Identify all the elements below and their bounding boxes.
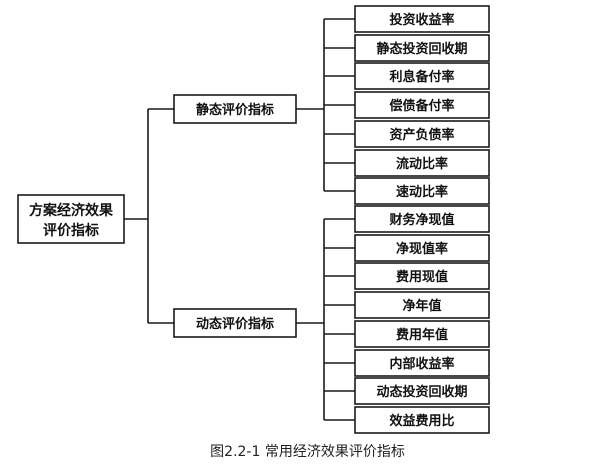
group-dynamic-label: 动态评价指标: [196, 316, 274, 332]
static-leaf-label: 流动比率: [396, 156, 448, 172]
static-leaf-label: 偿债备付率: [389, 98, 454, 114]
root-label-line-1: 方案经济效果: [29, 202, 114, 219]
static-leaf-label: 速动比率: [396, 184, 448, 200]
dynamic-leaf-2: 净现值率: [324, 234, 490, 262]
static-leaf-5: 资产负债率: [324, 120, 490, 148]
dynamic-leaf-label: 费用现值: [396, 269, 448, 285]
root-node: 方案经济效果 评价指标: [17, 194, 125, 244]
dynamic-leaf-1: 财务净现值: [324, 205, 490, 233]
static-leaf-2: 静态投资回收期: [324, 34, 490, 62]
dynamic-leaf-5: 费用年值: [324, 320, 490, 348]
dynamic-leaf-6: 内部收益率: [324, 349, 490, 377]
static-leaf-label: 静态投资回收期: [376, 41, 467, 57]
dynamic-leaf-label: 净现值率: [396, 241, 448, 257]
static-leaf-label: 资产负债率: [389, 127, 454, 143]
static-leaf-6: 流动比率: [324, 149, 490, 177]
indicator-tree-diagram: 方案经济效果 评价指标 静态评价指标 投资收益率 静态投资回收期 利息备付率 偿…: [17, 5, 490, 434]
dynamic-leaf-label: 内部收益率: [389, 356, 454, 372]
static-leaf-label: 投资收益率: [389, 12, 454, 28]
dynamic-leaf-label: 净年值: [402, 298, 441, 314]
static-leaf-3: 利息备付率: [324, 62, 490, 90]
group-dynamic: 动态评价指标: [173, 308, 297, 338]
figure-caption: 图2.2-1 常用经济效果评价指标: [210, 444, 405, 460]
dynamic-leaf-label: 动态投资回收期: [376, 384, 467, 400]
root-label-line-2: 评价指标: [43, 222, 99, 239]
static-leaf-4: 偿债备付率: [324, 91, 490, 119]
group-static-label: 静态评价指标: [196, 102, 274, 118]
static-leaf-7: 速动比率: [324, 177, 490, 205]
dynamic-leaf-3: 费用现值: [324, 262, 490, 290]
dynamic-leaf-7: 动态投资回收期: [324, 377, 490, 405]
dynamic-leaf-label: 效益费用比: [389, 413, 454, 429]
static-leaf-label: 利息备付率: [389, 69, 454, 85]
dynamic-leaf-label: 费用年值: [396, 327, 448, 343]
dynamic-leaf-label: 财务净现值: [389, 212, 454, 228]
dynamic-leaf-4: 净年值: [324, 291, 490, 319]
static-leaf-1: 投资收益率: [324, 5, 490, 33]
group-static: 静态评价指标: [173, 94, 297, 124]
dynamic-leaf-8: 效益费用比: [324, 406, 490, 434]
